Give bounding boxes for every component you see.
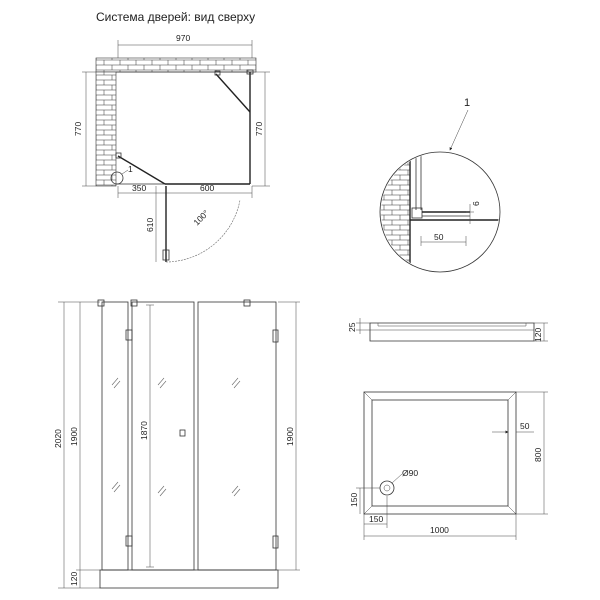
dim-panel-height-left-1900: 1900: [69, 427, 79, 446]
dim-bottom-600: 600: [200, 183, 214, 193]
dim-door-610: 610: [145, 218, 155, 232]
top-view: 970 770 770 1 350 600: [73, 33, 270, 263]
tray-dim-drain-90: Ø90: [402, 468, 418, 478]
dim-angle-100: 100°: [191, 208, 211, 228]
tray-side-view: 25 120: [347, 318, 548, 342]
top-view-marker-1: 1: [128, 164, 133, 174]
brick-wall-left: [95, 71, 117, 187]
front-view: 2020 1900 120 1870: [53, 299, 300, 589]
tray-dim-lip-25: 25: [347, 322, 357, 332]
dim-height-right-770: 770: [254, 122, 264, 136]
dim-panel-height-right-1900: 1900: [285, 427, 295, 446]
tray-dim-width-1000: 1000: [430, 525, 449, 535]
tray-dim-depth-800: 800: [533, 448, 543, 462]
diagram-title: Система дверей: вид сверху: [96, 10, 255, 24]
dim-bottom-350: 350: [132, 183, 146, 193]
tray-dim-inset-50: 50: [520, 421, 530, 431]
callout-label-1: 1: [464, 97, 470, 109]
tray-dim-drain-y-150: 150: [349, 493, 359, 507]
tray-top-view: 50 800 Ø90 150 150 1000: [349, 391, 548, 540]
detail-view: 6 50 1: [379, 97, 501, 273]
dim-total-height-2020: 2020: [53, 429, 63, 448]
dim-door-height-1870: 1870: [139, 421, 149, 440]
dim-tray-height-120: 120: [69, 572, 79, 586]
brick-wall-top: [95, 57, 257, 73]
tray-dim-height-120: 120: [533, 328, 543, 342]
dim-height-left-770: 770: [73, 122, 83, 136]
detail-dim-6: 6: [471, 201, 481, 206]
tray-dim-drain-x-150: 150: [369, 514, 383, 524]
dim-width-970: 970: [176, 33, 190, 43]
detail-dim-50: 50: [434, 232, 444, 242]
